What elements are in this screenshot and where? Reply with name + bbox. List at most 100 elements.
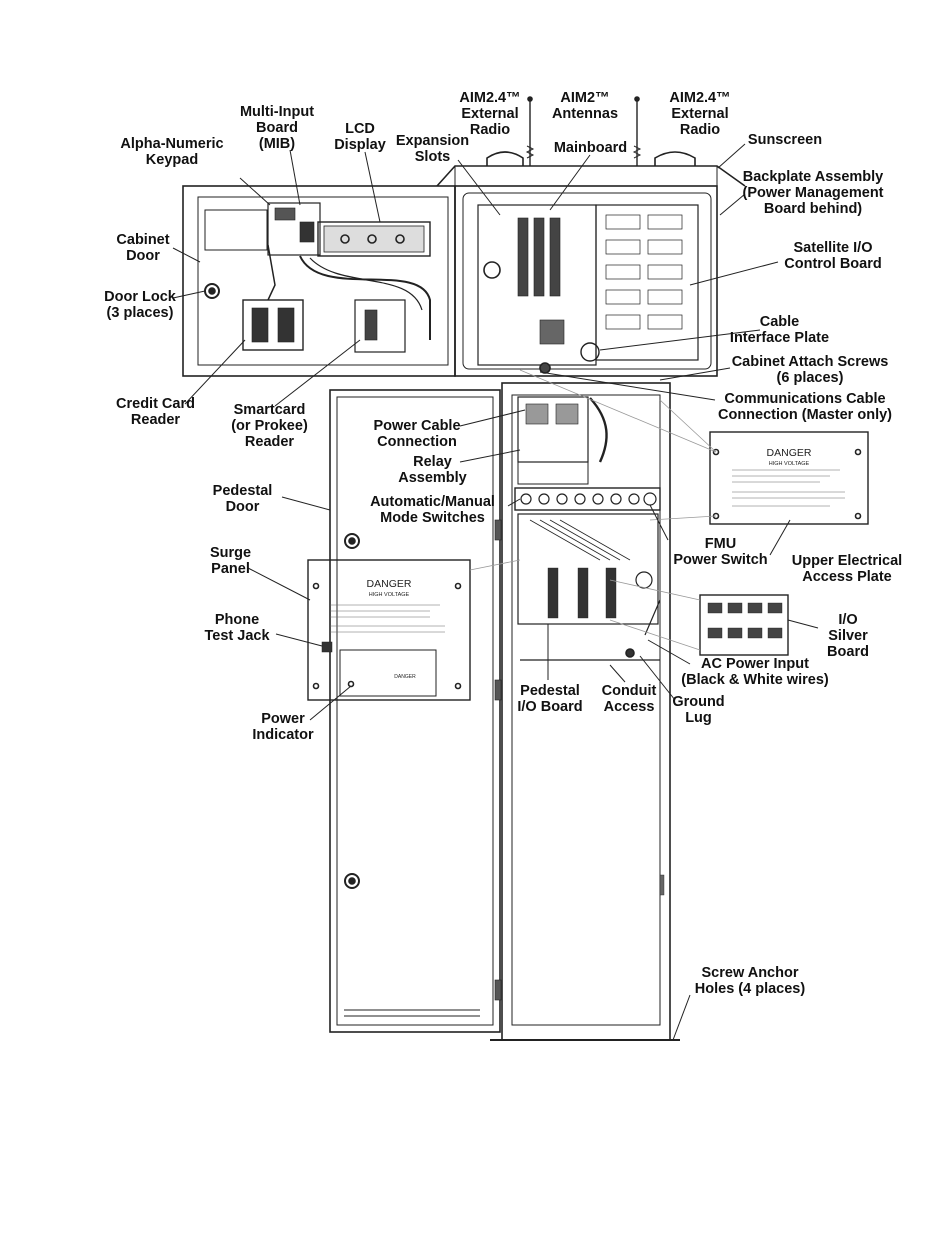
upper-danger-title: DANGER bbox=[767, 447, 812, 459]
fmu-power-line: FMU bbox=[704, 536, 737, 552]
surge-panel-plate bbox=[307, 559, 471, 701]
phone-jack-line: Phone bbox=[214, 612, 260, 628]
smartcard-line: Reader bbox=[244, 434, 295, 450]
satellite-io-line: Satellite I/O bbox=[793, 240, 873, 256]
surge-danger-inner: DANGER bbox=[394, 674, 416, 680]
credit-card-line: Reader bbox=[130, 412, 181, 428]
surge-panel-line: Panel bbox=[211, 561, 250, 577]
aim24-right-line: Radio bbox=[679, 122, 721, 138]
door-lock-line: (3 places) bbox=[106, 305, 174, 321]
cabinet-door-line: Door bbox=[126, 248, 160, 264]
io-silver-line: Silver bbox=[828, 628, 868, 644]
ground-lug-line: Lug bbox=[685, 710, 712, 726]
power-indicator-line: Indicator bbox=[252, 727, 314, 743]
upper-electrical-access-plate bbox=[709, 431, 869, 525]
io-silver-board-drawing bbox=[699, 594, 789, 656]
alpha-keypad-line: Keypad bbox=[145, 152, 199, 168]
label-smartcard-reader: Smartcard(or Prokee)Reader bbox=[222, 402, 317, 450]
aim24-right-line: AIM2.4™ bbox=[669, 90, 731, 106]
aim2-antennas-line: Antennas bbox=[551, 106, 619, 122]
ac-power-line: AC Power Input bbox=[701, 656, 809, 672]
multi-input-board-line: (MIB) bbox=[258, 136, 296, 152]
expansion-slots-line: Slots bbox=[414, 149, 451, 165]
backplate-line: Backplate Assembly bbox=[742, 169, 884, 185]
io-silver-line: I/O bbox=[838, 612, 858, 628]
label-ac-power-input: AC Power Input(Black & White wires) bbox=[670, 656, 840, 688]
upper-danger-subtitle: HIGH VOLTAGE bbox=[769, 461, 810, 467]
pedestal-io-line: I/O Board bbox=[517, 699, 583, 715]
surge-danger-subtitle: HIGH VOLTAGE bbox=[369, 592, 410, 598]
multi-input-board-line: Board bbox=[256, 120, 298, 136]
screw-anchor-line: Screw Anchor bbox=[701, 965, 799, 981]
expansion-slots-line: Expansion bbox=[395, 133, 470, 149]
door-lock-line: Door Lock bbox=[104, 289, 176, 305]
upper-electrical-line: Upper Electrical bbox=[791, 553, 903, 569]
relay-assembly-line: Assembly bbox=[398, 470, 467, 486]
aim2-antennas-line: AIM2™ bbox=[560, 90, 610, 106]
cable-interface-line: Interface Plate bbox=[729, 330, 830, 346]
aim24-left-line: AIM2.4™ bbox=[459, 90, 521, 106]
credit-card-line: Credit Card bbox=[116, 396, 195, 412]
label-cabinet-attach-screws: Cabinet Attach Screws(6 places) bbox=[720, 354, 900, 386]
label-door-lock: Door Lock(3 places) bbox=[95, 289, 185, 321]
screw-anchor-line: Holes (4 places) bbox=[694, 981, 806, 997]
auto-manual-line: Mode Switches bbox=[380, 510, 485, 526]
alpha-keypad-line: Alpha-Numeric bbox=[120, 136, 224, 152]
mainboard-line: Mainboard bbox=[553, 140, 628, 156]
cabinet-door-line: Cabinet bbox=[116, 232, 170, 248]
phone-jack-line: Test Jack bbox=[204, 628, 270, 644]
multi-input-board-line: Multi-Input bbox=[239, 104, 315, 120]
power-indicator-line: Power bbox=[261, 711, 305, 727]
aim24-left-line: External bbox=[461, 106, 519, 122]
power-cable-line: Connection bbox=[377, 434, 457, 450]
backplate-housing bbox=[454, 185, 718, 377]
smartcard-line: (or Prokee) bbox=[231, 418, 308, 434]
pedestal-io-line: Pedestal bbox=[520, 683, 580, 699]
aim24-left-line: Radio bbox=[469, 122, 511, 138]
surge-panel-line: Surge bbox=[209, 545, 252, 561]
upper-electrical-line: Access Plate bbox=[802, 569, 892, 585]
label-sunscreen: Sunscreen bbox=[740, 132, 830, 148]
cabinet-door-panel bbox=[182, 185, 456, 377]
lcd-display-line: Display bbox=[334, 137, 386, 153]
fmu-power-line: Power Switch bbox=[673, 552, 768, 568]
pedestal-door-frame bbox=[329, 389, 501, 1033]
io-silver-line: Board bbox=[827, 644, 869, 660]
backplate-line: (Power Management bbox=[742, 185, 884, 201]
pedestal-door-line: Pedestal bbox=[212, 483, 273, 499]
pedestal-door-line: Door bbox=[225, 499, 260, 515]
relay-assembly-line: Relay bbox=[413, 454, 452, 470]
cabinet-attach-line: (6 places) bbox=[776, 370, 844, 386]
conduit-line: Access bbox=[603, 699, 655, 715]
label-mainboard: Mainboard bbox=[548, 140, 633, 156]
conduit-line: Conduit bbox=[601, 683, 657, 699]
lcd-display-line: LCD bbox=[345, 121, 375, 137]
ground-lug-line: Ground bbox=[672, 694, 725, 710]
satellite-io-line: Control Board bbox=[784, 256, 882, 272]
comm-cable-line: Connection (Master only) bbox=[717, 407, 892, 423]
